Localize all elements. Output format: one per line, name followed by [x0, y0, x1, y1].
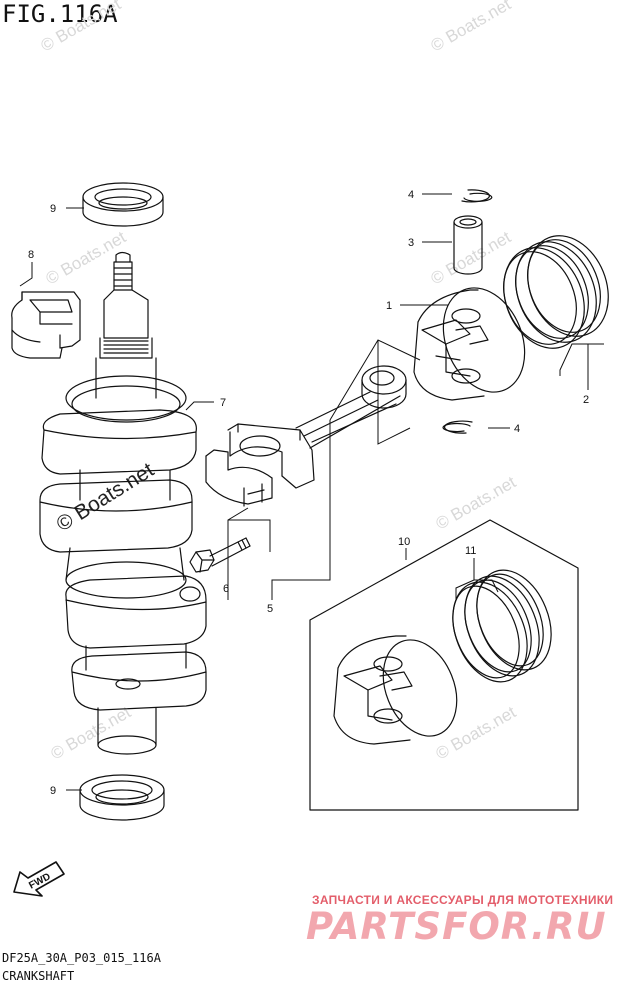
piston-kit-outline: [309, 519, 579, 811]
watermark-main: © Boats.net: [52, 458, 158, 536]
callout-4-bottom: 4: [514, 423, 520, 435]
oil-seal-bottom: [79, 774, 165, 821]
figure-title: FIG.116A: [2, 0, 118, 28]
callout-9-top: 9: [50, 203, 56, 215]
callout-8: 8: [28, 249, 34, 261]
watermark: © Boats.net: [428, 227, 515, 288]
connecting-rod: [205, 365, 407, 507]
piston-rings: [503, 235, 609, 349]
watermark-group: © Boats.net © Boats.net © Boats.net © Bo…: [38, 0, 520, 763]
piston-pin: [453, 215, 483, 275]
shop-tagline: ЗАПЧАСТИ И АКСЕССУАРЫ ДЛЯ МОТОТЕХНИКИ: [312, 893, 614, 907]
figure-name: CRANKSHAFT: [2, 969, 75, 983]
callout-5: 5: [267, 603, 273, 615]
callouts: 9 8 7 9 4 3 1 2 4 6 5 10 11: [28, 189, 589, 797]
callout-2: 2: [583, 394, 589, 406]
callout-10: 10: [398, 536, 410, 548]
kit-rings: [452, 569, 552, 683]
watermark: © Boats.net: [433, 472, 520, 533]
callout-9-bottom: 9: [50, 785, 56, 797]
conrod-bolt: [189, 537, 251, 573]
callout-4-top: 4: [408, 189, 414, 201]
kit-piston: [333, 635, 458, 745]
piston: [413, 287, 526, 401]
callout-3: 3: [408, 237, 414, 249]
leader-lines: [19, 193, 604, 791]
bearing-shells: [11, 291, 81, 359]
oil-seal-top: [82, 182, 164, 227]
figure-code: DF25A_30A_P03_015_116A: [2, 951, 161, 965]
callout-11: 11: [465, 545, 476, 557]
fwd-arrow-icon: [13, 861, 65, 897]
watermark: © Boats.net: [428, 0, 515, 55]
circlip-top: [461, 189, 493, 203]
callout-1: 1: [386, 300, 392, 312]
circlip-bottom: [442, 420, 473, 434]
callout-6: 6: [223, 583, 229, 595]
callout-7: 7: [220, 397, 226, 409]
shop-logo: PARTSFOR.RU: [306, 905, 607, 948]
crankshaft: [39, 251, 207, 755]
watermark: © Boats.net: [433, 702, 520, 763]
watermark: © Boats.net: [38, 0, 125, 55]
